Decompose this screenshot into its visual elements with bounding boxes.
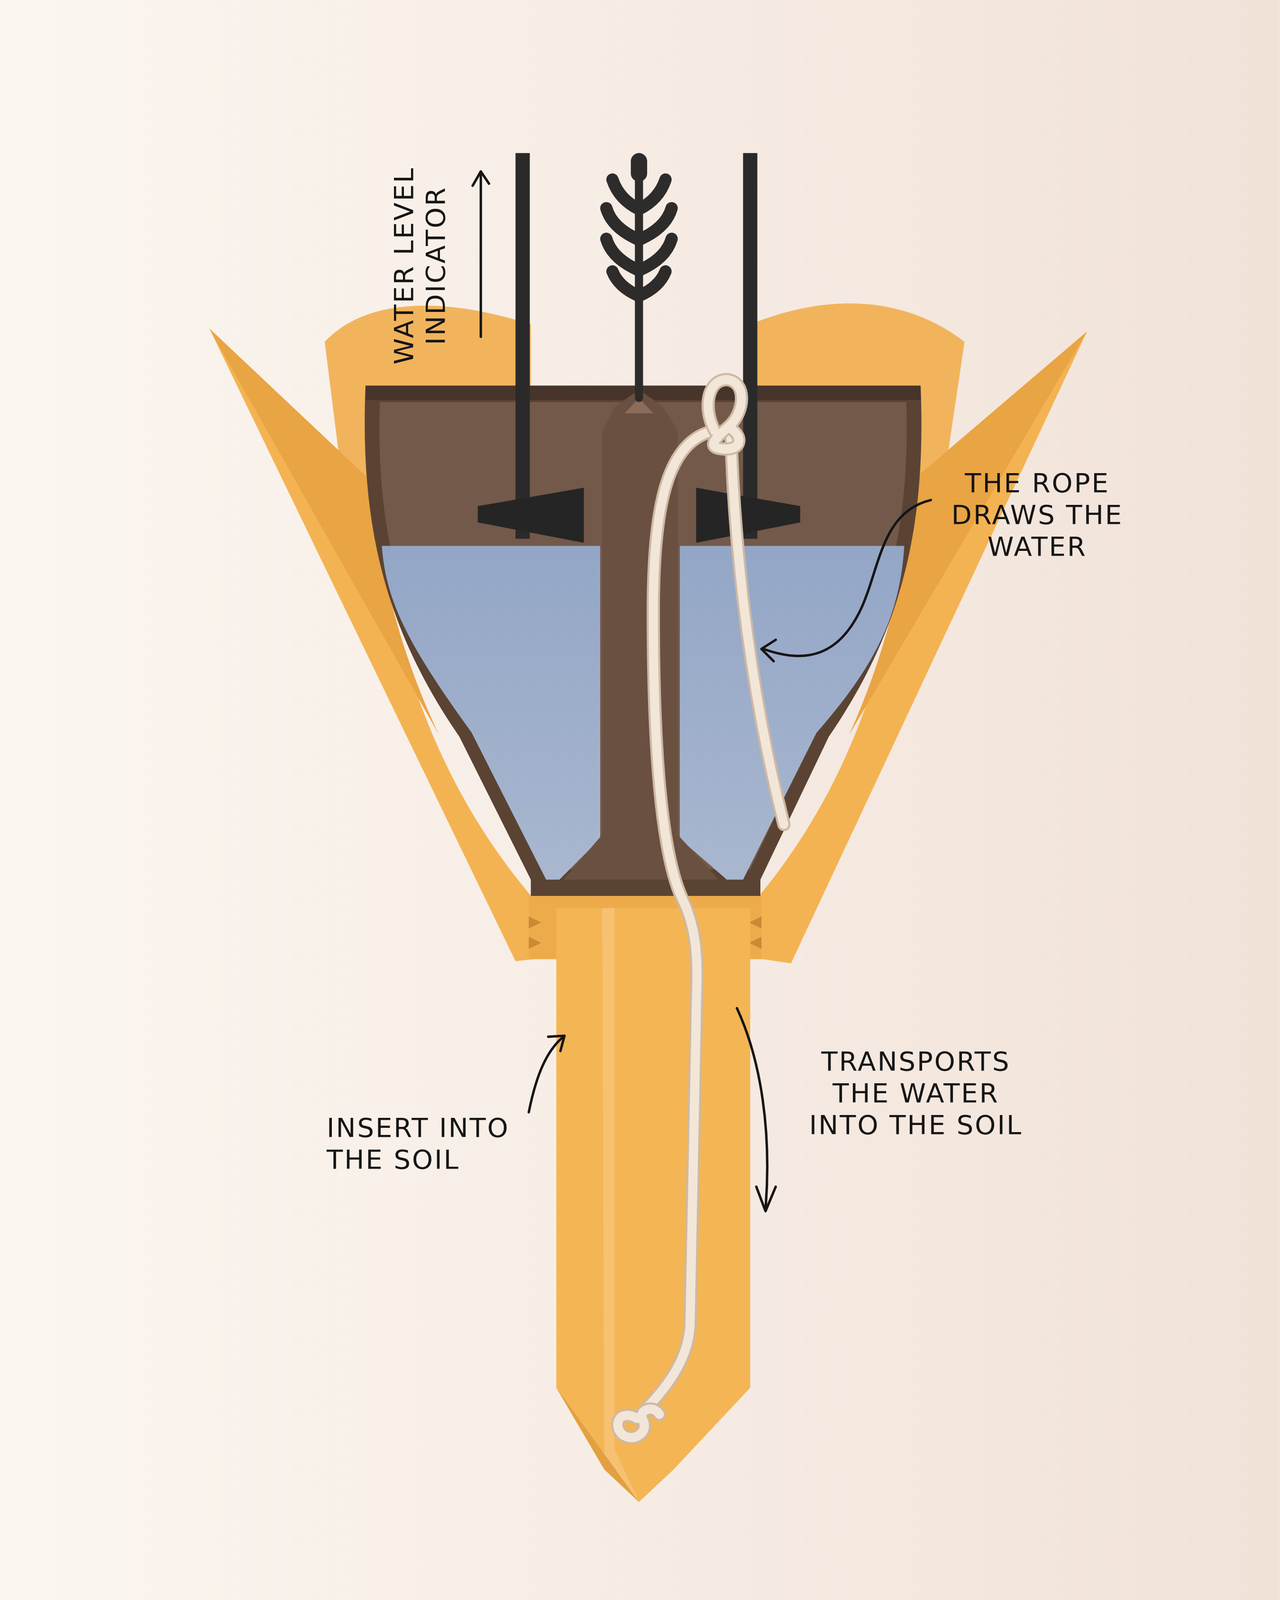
annotation-label: INSERT INTO THE SOIL xyxy=(326,1111,550,1176)
indicator-rod xyxy=(742,153,758,540)
stake xyxy=(556,908,751,1503)
stake-tip xyxy=(556,1387,640,1502)
annotation-label: WATER LEVEL INDICATOR xyxy=(387,142,452,389)
float xyxy=(477,487,585,543)
reservoir-housing xyxy=(364,385,922,911)
annotation-label: THE ROPE DRAWS THE WATER xyxy=(932,466,1142,563)
water xyxy=(381,546,601,880)
annotation-label: TRANSPORTS THE WATER INTO THE SOIL xyxy=(802,1045,1030,1142)
indicator-rod xyxy=(515,153,530,540)
water xyxy=(679,546,905,880)
central-column xyxy=(563,389,719,880)
float xyxy=(695,487,801,543)
sprout-icon xyxy=(606,161,672,398)
rope xyxy=(617,379,784,1438)
